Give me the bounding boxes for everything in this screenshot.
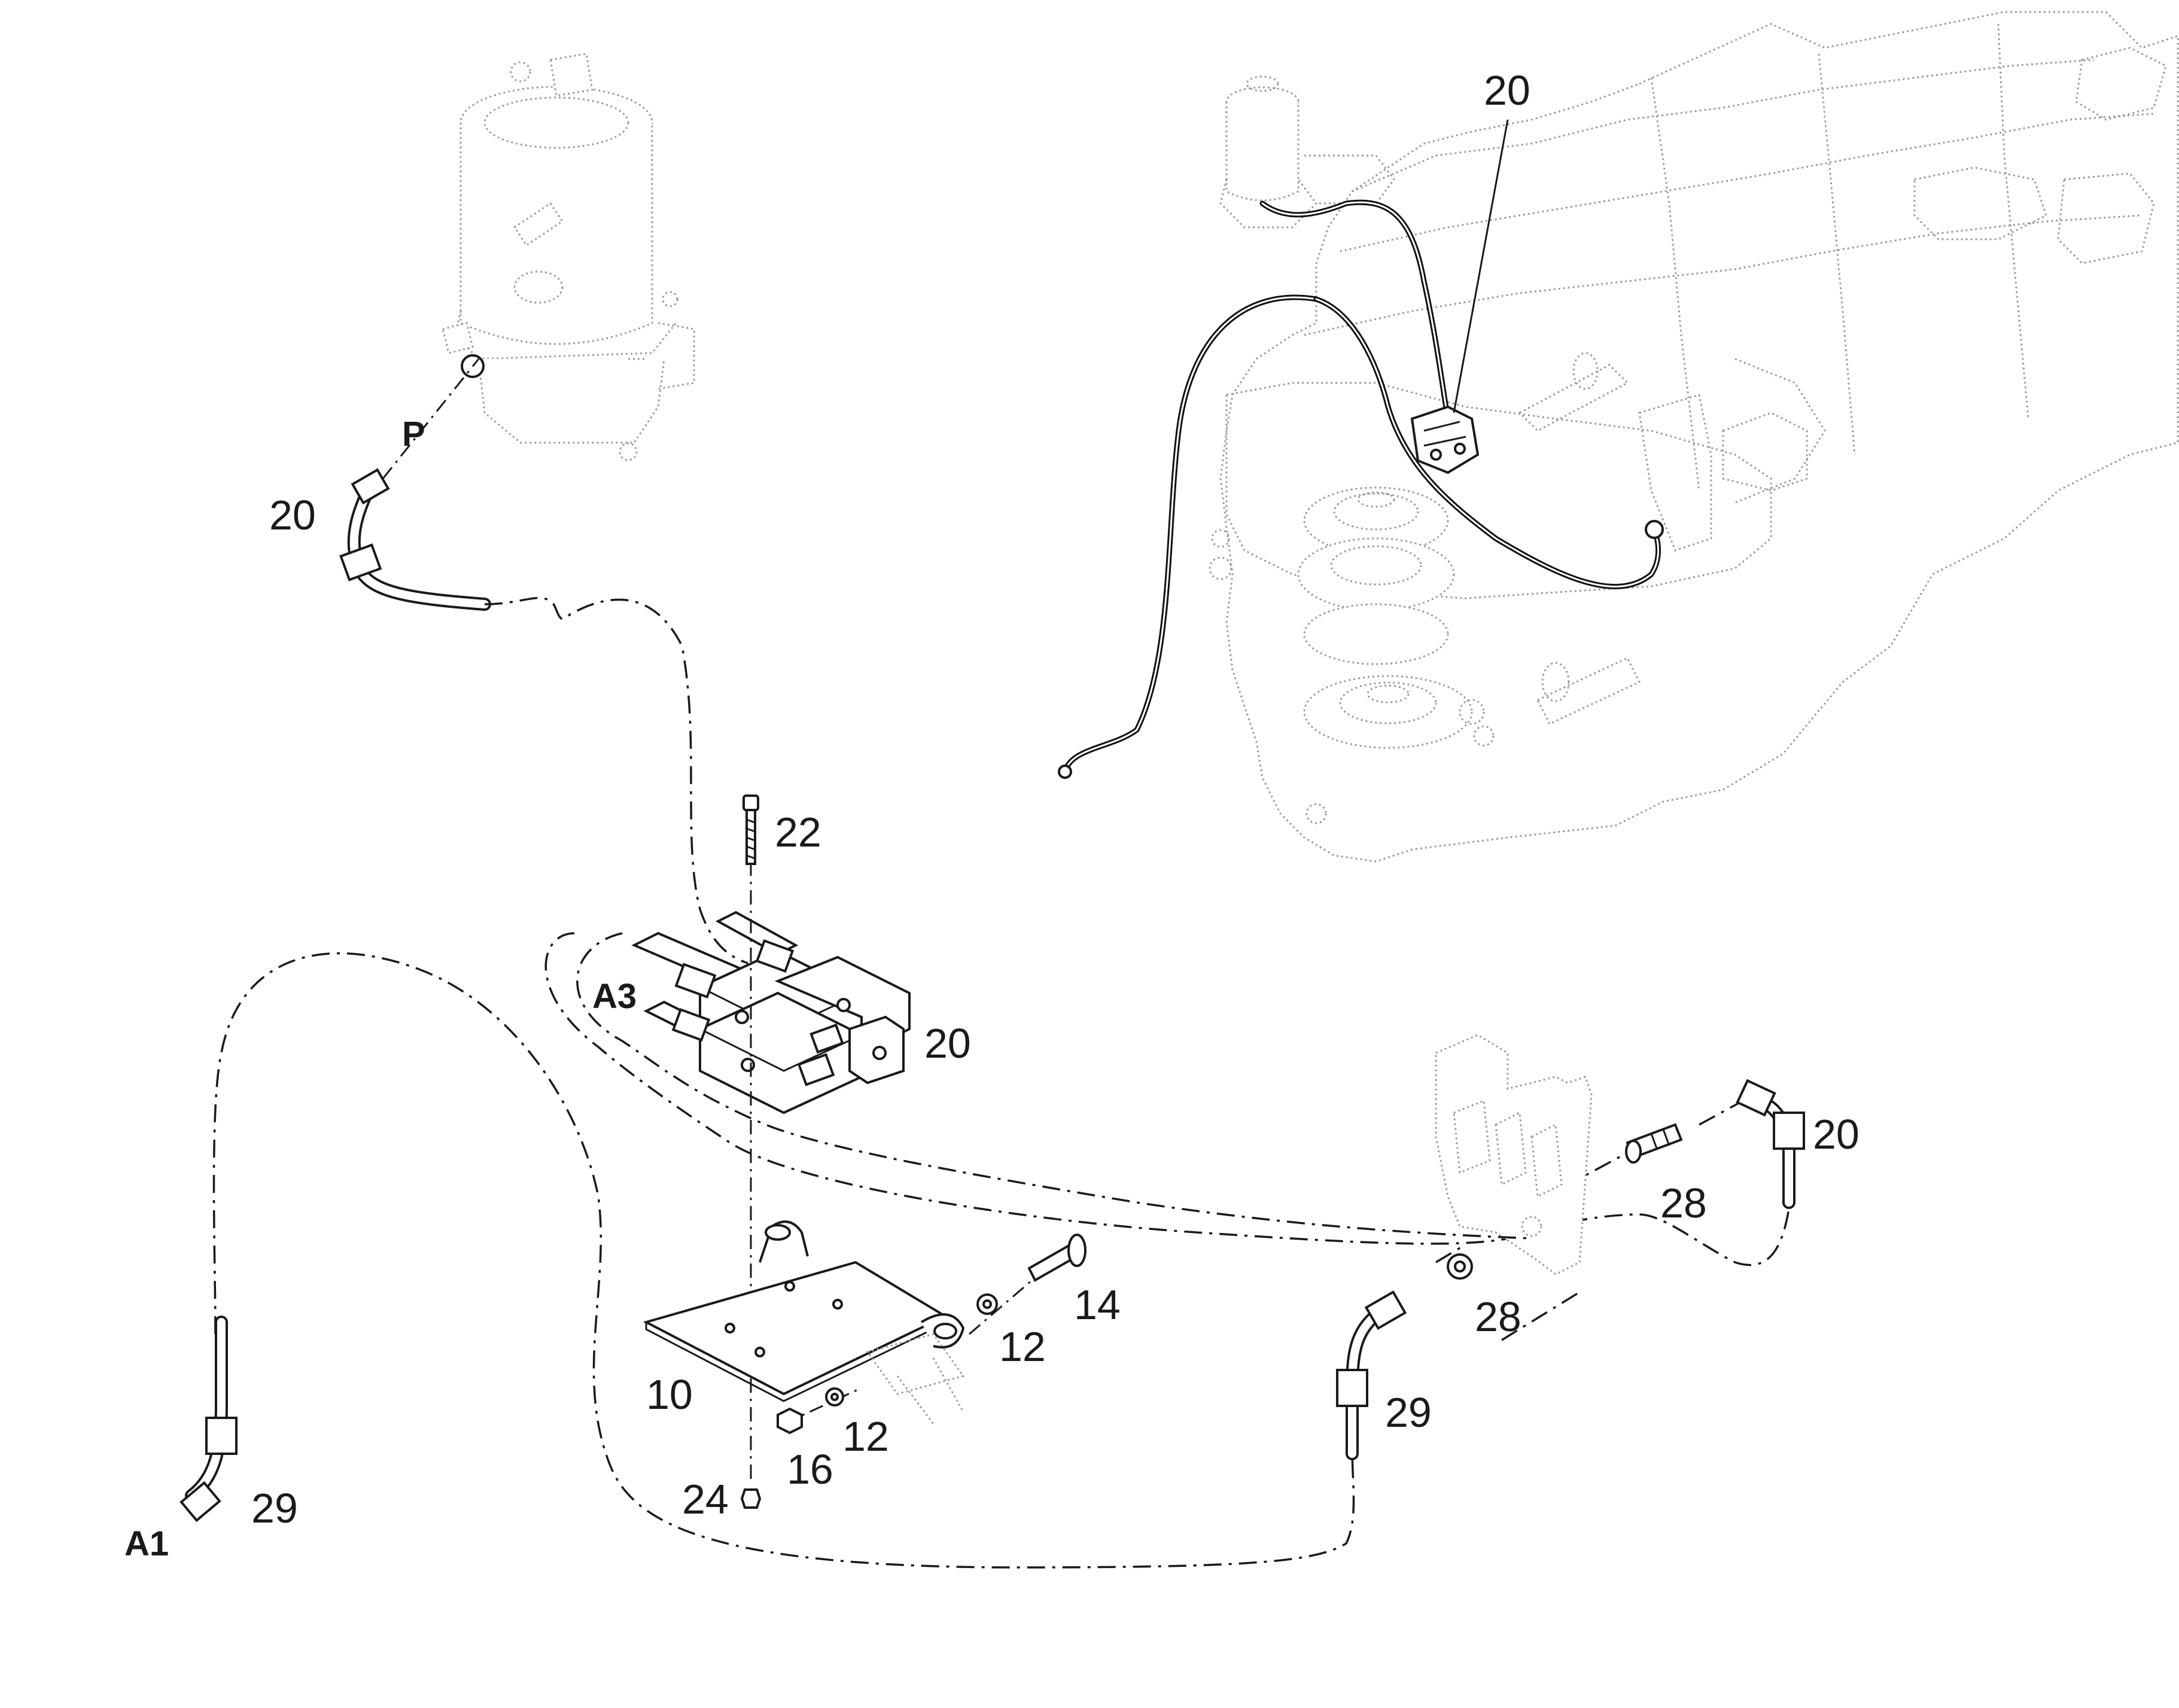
callout-pump-port: P — [402, 415, 425, 453]
callout-washer-12-lower: 12 — [842, 1413, 889, 1460]
callout-bolt-22: 22 — [775, 809, 821, 855]
callout-block-20: 20 — [924, 1020, 971, 1067]
callout-fitting-28-lower: 28 — [1475, 1293, 1521, 1340]
callout-nut-16: 16 — [787, 1446, 833, 1493]
fitting-28-lower-icon — [1447, 1253, 1473, 1280]
pump-hose — [339, 358, 491, 611]
nut-16-icon — [777, 1387, 862, 1435]
bolt-14-icon — [969, 1234, 1087, 1335]
mounting-plate-icon — [643, 1220, 965, 1424]
callout-machine-block: 20 — [1484, 67, 1530, 114]
nut-24-icon — [740, 1488, 762, 1509]
distributor-block-icon — [631, 861, 911, 1484]
elbow-20-icon — [1736, 1079, 1805, 1209]
callout-bolt-14: 14 — [1074, 1281, 1121, 1328]
fitting-28-upper-icon — [1625, 1123, 1683, 1164]
bolt-22-icon — [742, 794, 759, 865]
grease-pump-icon — [442, 53, 695, 461]
hose-29-left-icon — [179, 1316, 238, 1523]
callout-port-a3: A3 — [592, 977, 637, 1016]
distributor-route-outline — [576, 932, 1532, 1240]
callout-fitting-28-upper: 28 — [1660, 1180, 1707, 1226]
callout-pump-hose: 20 — [269, 492, 316, 538]
callout-elbow-20: 20 — [1813, 1111, 1860, 1158]
machine-distributor-icon — [1410, 405, 1480, 474]
callout-hose-29-right: 29 — [1385, 1389, 1432, 1436]
hose-29-right-icon — [1336, 1290, 1407, 1460]
callout-port-a1: A1 — [124, 1524, 169, 1563]
callout-plate-10: 10 — [646, 1371, 693, 1418]
machine-harness — [1058, 199, 1664, 779]
bracket-icon — [1435, 1034, 1593, 1275]
callout-nut-24: 24 — [682, 1476, 729, 1523]
chassis-icon — [1209, 11, 2179, 863]
callout-hose-29-left: 29 — [251, 1485, 298, 1532]
callout-washer-12-upper: 12 — [999, 1323, 1046, 1370]
